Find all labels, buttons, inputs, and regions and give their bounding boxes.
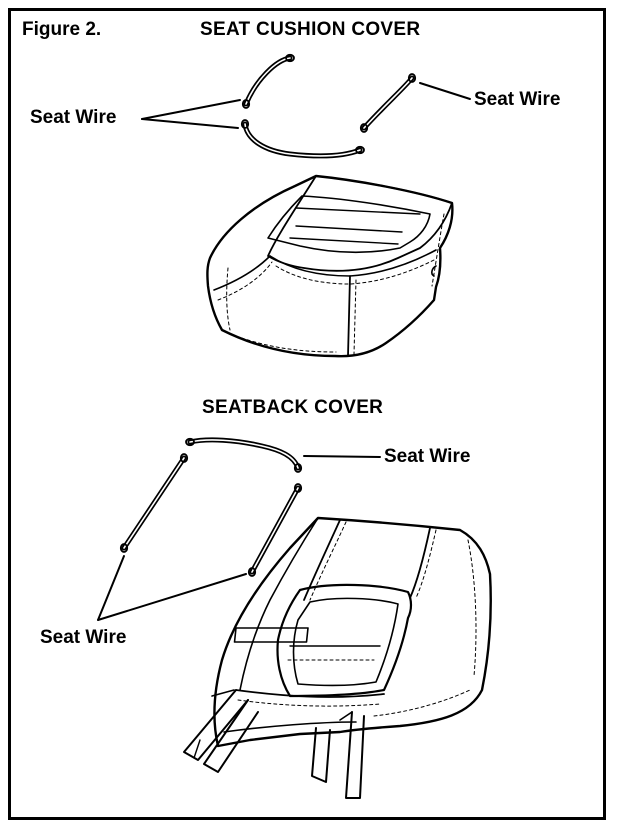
seatback-cover-title: SEATBACK COVER [202, 397, 384, 418]
seatback-cover-drawing [183, 516, 492, 799]
cushion-seat-wires [240, 53, 417, 159]
seat-cushion-cover-drawing [206, 174, 454, 358]
cushion-leader-lines [141, 82, 471, 129]
cushion-left-seat-wire-label: Seat Wire [30, 107, 117, 128]
figure-number: Figure 2. [22, 19, 102, 40]
seatback-right-seat-wire-label: Seat Wire [384, 446, 471, 467]
seat-cushion-cover-title: SEAT CUSHION COVER [200, 19, 421, 40]
figure-frame [8, 8, 606, 820]
seatback-leader-lines [97, 455, 381, 621]
seatback-seat-wires [119, 437, 303, 577]
seatback-left-seat-wire-label: Seat Wire [40, 627, 127, 648]
cushion-right-seat-wire-label: Seat Wire [474, 89, 561, 110]
